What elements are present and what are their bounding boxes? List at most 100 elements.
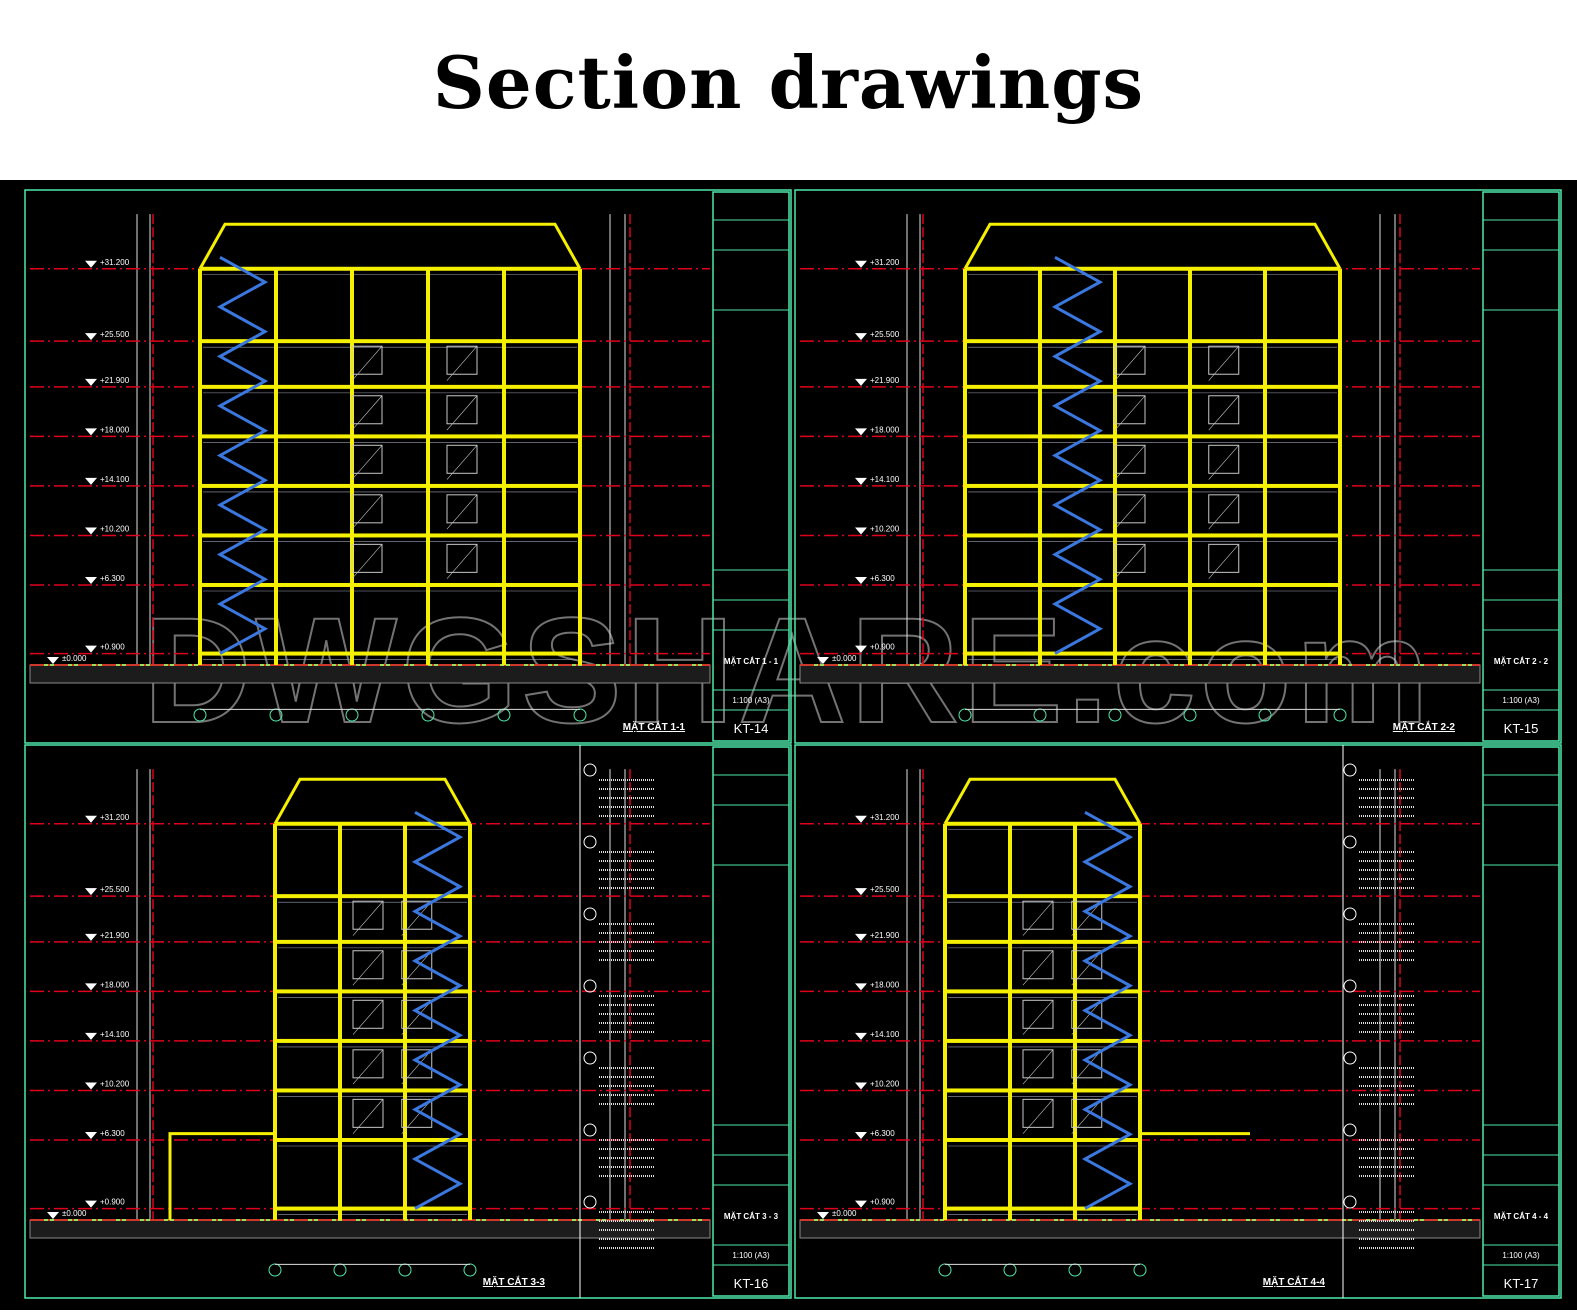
level-marker-icon bbox=[855, 477, 867, 485]
annex-canopy bbox=[168, 1132, 275, 1220]
floor-slab bbox=[965, 384, 1340, 389]
window-hatch bbox=[352, 1049, 384, 1085]
sheet-scale: 1:100 (A3) bbox=[1502, 1251, 1540, 1260]
window bbox=[446, 345, 478, 375]
window-hatch bbox=[351, 544, 383, 579]
window-hatch bbox=[1208, 445, 1239, 480]
block-sheet-label: MẶT CẮT 3 - 3 bbox=[724, 1212, 779, 1221]
column bbox=[338, 823, 342, 1220]
page-title: Section drawings bbox=[432, 40, 1145, 125]
grid-axis-bubble bbox=[463, 1263, 477, 1277]
column bbox=[943, 823, 947, 1220]
level-label: +0.900 bbox=[870, 1198, 895, 1207]
window bbox=[352, 999, 384, 1029]
window bbox=[351, 444, 383, 474]
level-label: +18.000 bbox=[870, 980, 900, 989]
level-label: +6.300 bbox=[100, 574, 125, 583]
window bbox=[401, 900, 433, 930]
floor-slab bbox=[200, 384, 580, 389]
window-hatch bbox=[446, 346, 478, 381]
ground-hatch bbox=[29, 664, 711, 684]
window bbox=[1071, 900, 1103, 930]
window-hatch bbox=[401, 1099, 432, 1134]
level-marker-icon bbox=[85, 576, 97, 584]
drawing-sheet: DWGSHARE.com+31.200+25.500+21.900+18.000… bbox=[0, 180, 1577, 1310]
level-label: +10.200 bbox=[100, 1079, 130, 1088]
window bbox=[1114, 444, 1146, 474]
window bbox=[401, 999, 433, 1029]
floor-slab bbox=[200, 582, 580, 587]
floor-slab bbox=[965, 339, 1340, 344]
section-panel-3: +31.200+25.500+21.900+18.000+14.100+10.2… bbox=[24, 744, 792, 1299]
window-hatch bbox=[1208, 494, 1239, 530]
window-hatch bbox=[446, 395, 478, 431]
sheet-code: KT-17 bbox=[1504, 1276, 1539, 1291]
floor-slab bbox=[965, 582, 1340, 587]
roof-outline bbox=[273, 777, 472, 825]
floor-slab bbox=[275, 939, 470, 944]
column bbox=[1008, 823, 1012, 1220]
floor-slab bbox=[275, 894, 470, 899]
level-label: +10.200 bbox=[100, 524, 130, 533]
grid-axis-bubble bbox=[1068, 1263, 1082, 1277]
floor-slab bbox=[945, 1206, 1140, 1211]
block-sheet-label: MẶT CẮT 2 - 2 bbox=[1494, 657, 1549, 666]
note-tag-icon bbox=[1343, 1195, 1357, 1209]
column bbox=[1038, 268, 1042, 665]
level-marker-icon bbox=[855, 888, 867, 896]
sheet-scale: 1:100 (A3) bbox=[732, 696, 770, 705]
grid-axis-bubble bbox=[268, 1263, 282, 1277]
sheet-border bbox=[24, 744, 792, 1299]
window bbox=[446, 494, 478, 524]
window-hatch bbox=[401, 901, 432, 936]
window-hatch bbox=[1022, 1049, 1054, 1085]
window bbox=[352, 950, 384, 980]
sheet-code: KT-15 bbox=[1504, 721, 1539, 736]
window bbox=[1208, 444, 1240, 474]
window-hatch bbox=[401, 1049, 432, 1085]
window-hatch bbox=[1071, 1049, 1102, 1085]
floor-slab bbox=[945, 1088, 1140, 1093]
floor-slab bbox=[200, 339, 580, 344]
level-marker-icon bbox=[85, 1200, 97, 1208]
window bbox=[1208, 543, 1240, 573]
window-hatch bbox=[1114, 346, 1146, 381]
level-marker-icon bbox=[85, 1082, 97, 1090]
level-label: +25.500 bbox=[100, 885, 130, 894]
level-marker-icon bbox=[85, 815, 97, 823]
level-label: +21.900 bbox=[100, 931, 130, 940]
grid-axis-bubble bbox=[1133, 1263, 1147, 1277]
floor-slab bbox=[275, 821, 470, 826]
window-hatch bbox=[352, 1000, 384, 1035]
window bbox=[351, 543, 383, 573]
window bbox=[446, 444, 478, 474]
floor-slab bbox=[275, 1137, 470, 1142]
level-label: ±0.000 bbox=[62, 1209, 87, 1218]
column bbox=[1138, 823, 1142, 1220]
level-marker-icon bbox=[855, 333, 867, 341]
level-label: +14.100 bbox=[870, 475, 900, 484]
column bbox=[1263, 268, 1267, 665]
window bbox=[1208, 395, 1240, 425]
stair-flight bbox=[1081, 811, 1134, 1210]
level-marker-icon bbox=[85, 933, 97, 941]
column bbox=[468, 823, 472, 1220]
window bbox=[1114, 543, 1146, 573]
window bbox=[1022, 1049, 1054, 1079]
ground-hatch bbox=[799, 664, 1481, 684]
window-hatch bbox=[446, 494, 478, 530]
floor-slab bbox=[275, 989, 470, 994]
level-marker-icon bbox=[817, 657, 829, 664]
level-marker-icon bbox=[85, 888, 97, 896]
window-hatch bbox=[401, 1000, 432, 1035]
column bbox=[274, 268, 278, 665]
window-hatch bbox=[351, 346, 383, 381]
sheet-scale: 1:100 (A3) bbox=[1502, 696, 1540, 705]
window bbox=[1071, 950, 1103, 980]
section-title: MẶT CẮT 2-2 bbox=[1393, 720, 1456, 733]
level-label: +0.900 bbox=[100, 643, 125, 652]
level-label: +0.900 bbox=[870, 643, 895, 652]
window-hatch bbox=[401, 950, 432, 986]
level-label: +18.000 bbox=[100, 980, 130, 989]
window-hatch bbox=[352, 1099, 384, 1134]
